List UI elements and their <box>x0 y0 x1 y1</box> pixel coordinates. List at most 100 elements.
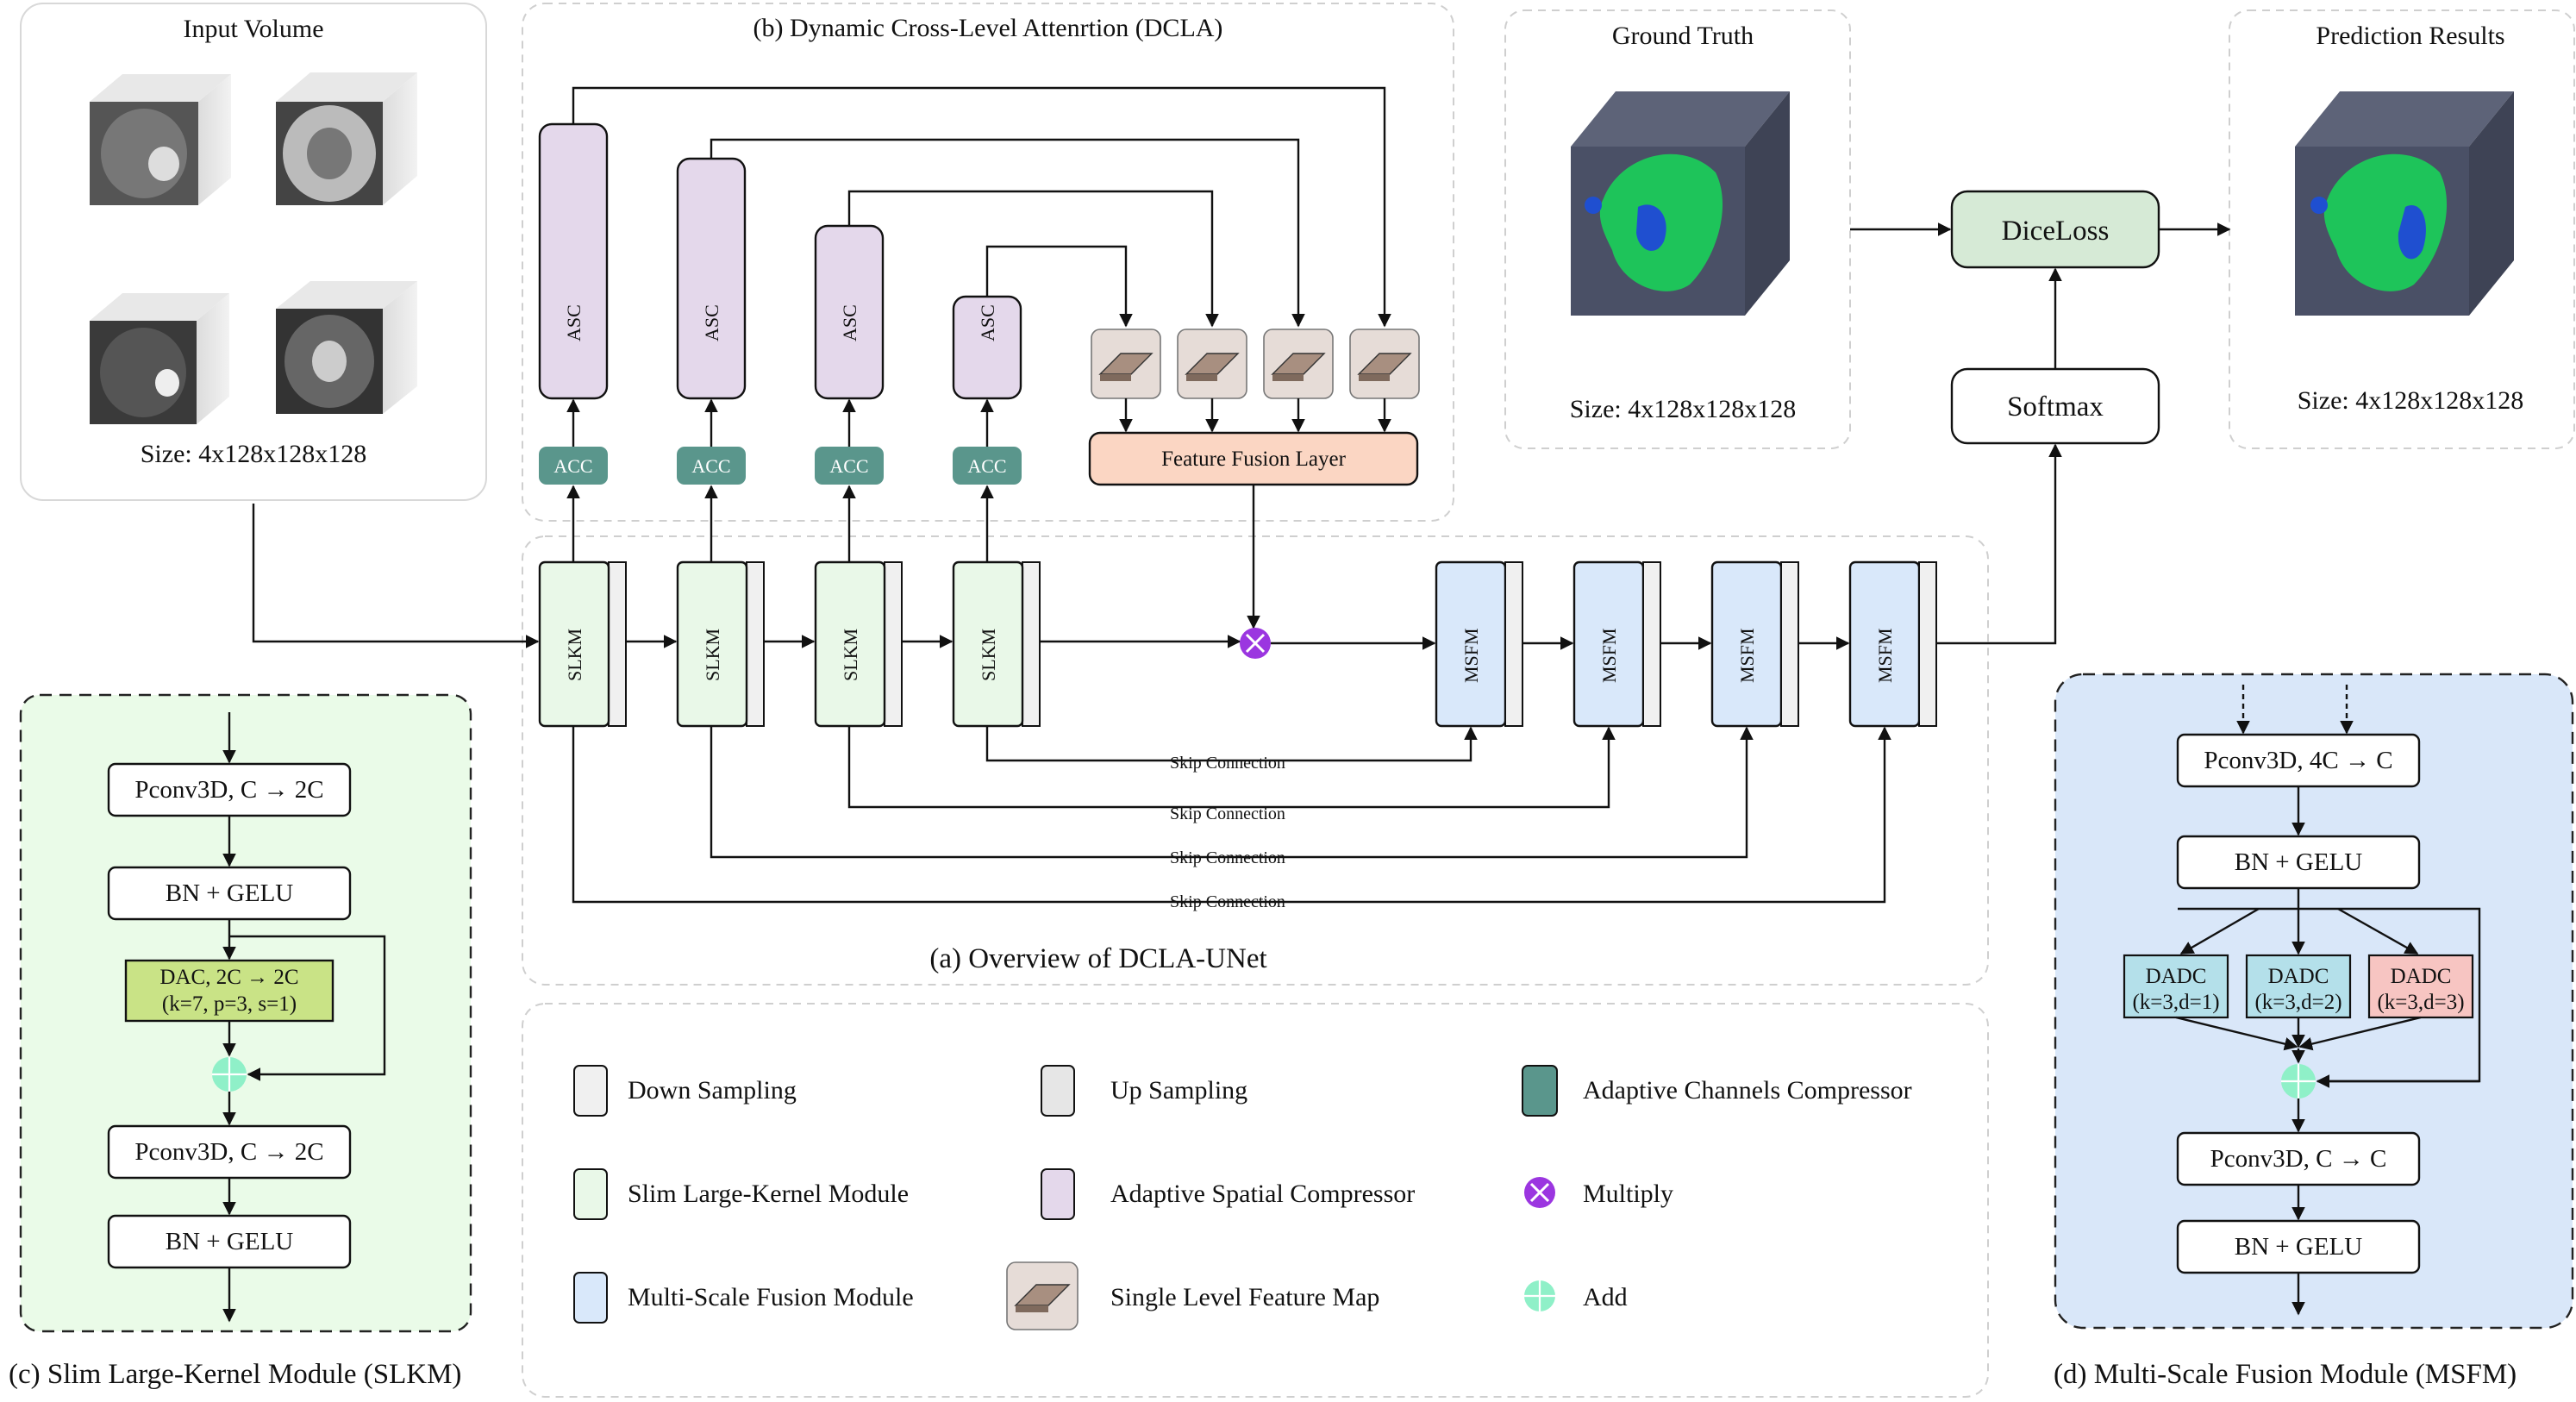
feature-map-4 <box>1349 329 1420 399</box>
overview-panel <box>522 535 1989 986</box>
dcla-title: (b) Dynamic Cross-Level Attenrtion (DCLA… <box>753 14 1223 42</box>
slkm-dac-line2: (k=7, p=3, s=1) <box>162 992 297 1016</box>
msfm-dadc-1-params: (k=3,d=1) <box>2132 991 2219 1014</box>
feature-fusion-label: Feature Fusion Layer <box>1161 448 1347 471</box>
ground-truth-size: Size: 4x128x128x128 <box>1570 395 1797 423</box>
asc-block-1: ASC <box>538 122 609 400</box>
msfm-dadc-1-name: DADC <box>2146 965 2207 988</box>
msfm-block-3: MSFM <box>1710 560 1799 728</box>
multiply-symbol <box>1240 628 1271 659</box>
legend-msfm-label: Multi-Scale Fusion Module <box>628 1283 914 1311</box>
route-asc4-map1 <box>985 245 1133 328</box>
skip-connection-1 <box>572 726 1891 904</box>
legend-panel <box>522 1003 1989 1398</box>
slkm-label-3: SLKM <box>840 629 861 681</box>
asc-block-3: ASC <box>814 224 885 400</box>
msfm-dadc-3: DADC (k=3,d=3) <box>2367 954 2474 1019</box>
msfm-dadc-3-name: DADC <box>2391 965 2452 988</box>
input-mri-cube-3 <box>90 293 229 424</box>
ground-truth-panel <box>1504 9 1851 449</box>
slkm-bn-gelu-1-label: BN + GELU <box>166 879 294 907</box>
msfm-pconv-2-label: Pconv3D, C → C <box>2210 1145 2387 1173</box>
msfm-block-4: MSFM <box>1848 560 1937 728</box>
msfm-dadc-2-params: (k=3,d=2) <box>2254 991 2342 1014</box>
slkm-block-4: SLKM <box>952 560 1041 728</box>
legend-acc-label: Adaptive Channels Compressor <box>1583 1076 1912 1105</box>
msfm-dadc-1: DADC (k=3,d=1) <box>2123 954 2229 1019</box>
feature-map-2 <box>1177 329 1247 399</box>
skip-label-3: Skip Connection <box>1170 848 1285 867</box>
msfm-label-4: MSFM <box>1874 628 1896 683</box>
msfm-block-1: MSFM <box>1435 560 1523 728</box>
msfm-merge-3 <box>2298 1016 2422 1051</box>
asc-block-4: ASC <box>952 295 1022 400</box>
legend-multiply-label: Multiply <box>1583 1180 1673 1208</box>
slkm-pconv-2-label: Pconv3D, C → 2C <box>134 1138 323 1166</box>
input-volume-title: Input Volume <box>183 15 323 43</box>
slkm-block-2: SLKM <box>676 560 765 728</box>
msfm-add-symbol <box>2281 1064 2316 1098</box>
slkm-add-symbol <box>212 1057 247 1092</box>
input-mri-cube-1 <box>90 74 231 205</box>
slkm-label-2: SLKM <box>702 629 723 681</box>
slkm-pconv-1-label: Pconv3D, C → 2C <box>134 776 323 804</box>
msfm-dadc-2-name: DADC <box>2268 965 2329 988</box>
legend-msfm: Multi-Scale Fusion Module <box>573 1272 914 1324</box>
slkm-dac-line1: DAC, 2C → 2C <box>159 966 298 989</box>
diceloss-label: DiceLoss <box>2002 216 2110 247</box>
msfm-dadc-3-params: (k=3,d=3) <box>2377 991 2464 1014</box>
input-volume-size: Size: 4x128x128x128 <box>141 440 367 468</box>
msfm-dadc-2: DADC (k=3,d=2) <box>2245 954 2352 1019</box>
legend-add: Add <box>1524 1280 1628 1311</box>
legend-down-sampling-label: Down Sampling <box>628 1076 797 1105</box>
slkm-dac-block <box>124 959 335 1023</box>
asc-label-1: ASC <box>563 304 585 341</box>
asc-label-3: ASC <box>839 304 860 341</box>
acc-label-3: ACC <box>829 455 868 477</box>
legend-multiply: Multiply <box>1524 1177 1673 1208</box>
prediction-size: Size: 4x128x128x128 <box>2298 386 2524 415</box>
msfm-label-1: MSFM <box>1460 628 1482 683</box>
acc-block-1: ACC <box>539 447 608 485</box>
slkm-residual-path <box>229 935 386 1081</box>
acc-label-4: ACC <box>967 455 1006 477</box>
ground-truth-title: Ground Truth <box>1612 22 1754 50</box>
msfm-label-2: MSFM <box>1598 628 1620 683</box>
feature-map-1 <box>1091 329 1161 399</box>
legend-slkm-label: Slim Large-Kernel Module <box>628 1180 909 1208</box>
asc-label-2: ASC <box>701 304 722 341</box>
msfm-label-3: MSFM <box>1736 628 1758 683</box>
msfm-module-caption: (d) Multi-Scale Fusion Module (MSFM) <box>2054 1359 2517 1390</box>
prediction-title: Prediction Results <box>2316 22 2504 50</box>
slkm-label-1: SLKM <box>564 629 585 681</box>
route-asc1-map4 <box>572 86 1391 328</box>
acc-block-2: ACC <box>677 447 746 485</box>
asc-block-2: ASC <box>676 157 747 400</box>
ground-truth-cube <box>1571 91 1790 316</box>
msfm-pconv-1-label: Pconv3D, 4C → C <box>2204 747 2392 774</box>
legend-down-sampling: Down Sampling <box>573 1065 797 1117</box>
acc-block-4: ACC <box>953 447 1022 485</box>
msfm-arrow-dadc1 <box>2179 907 2260 955</box>
legend-add-label: Add <box>1583 1283 1628 1311</box>
legend-asc: Adaptive Spatial Compressor <box>1041 1168 1415 1220</box>
feature-map-3 <box>1263 329 1334 399</box>
legend-feature-map-label: Single Level Feature Map <box>1110 1283 1379 1311</box>
route-asc2-map3 <box>710 138 1305 328</box>
slkm-block-1: SLKM <box>538 560 627 728</box>
arrow-input-slkm1 <box>252 504 540 648</box>
skip-connection-3 <box>847 726 1616 809</box>
acc-label-1: ACC <box>553 455 592 477</box>
overview-caption: (a) Overview of DCLA-UNet <box>929 943 1266 974</box>
acc-label-2: ACC <box>691 455 730 477</box>
legend-up-sampling: Up Sampling <box>1041 1065 1247 1117</box>
msfm-block-2: MSFM <box>1572 560 1661 728</box>
msfm-arrow-dadc3 <box>2337 907 2419 955</box>
dcla-panel <box>522 3 1454 522</box>
route-asc3-map2 <box>847 190 1219 328</box>
skip-label-1: Skip Connection <box>1170 754 1285 773</box>
slkm-label-4: SLKM <box>978 629 999 681</box>
input-volume-panel <box>20 3 487 501</box>
acc-block-3: ACC <box>815 447 884 485</box>
